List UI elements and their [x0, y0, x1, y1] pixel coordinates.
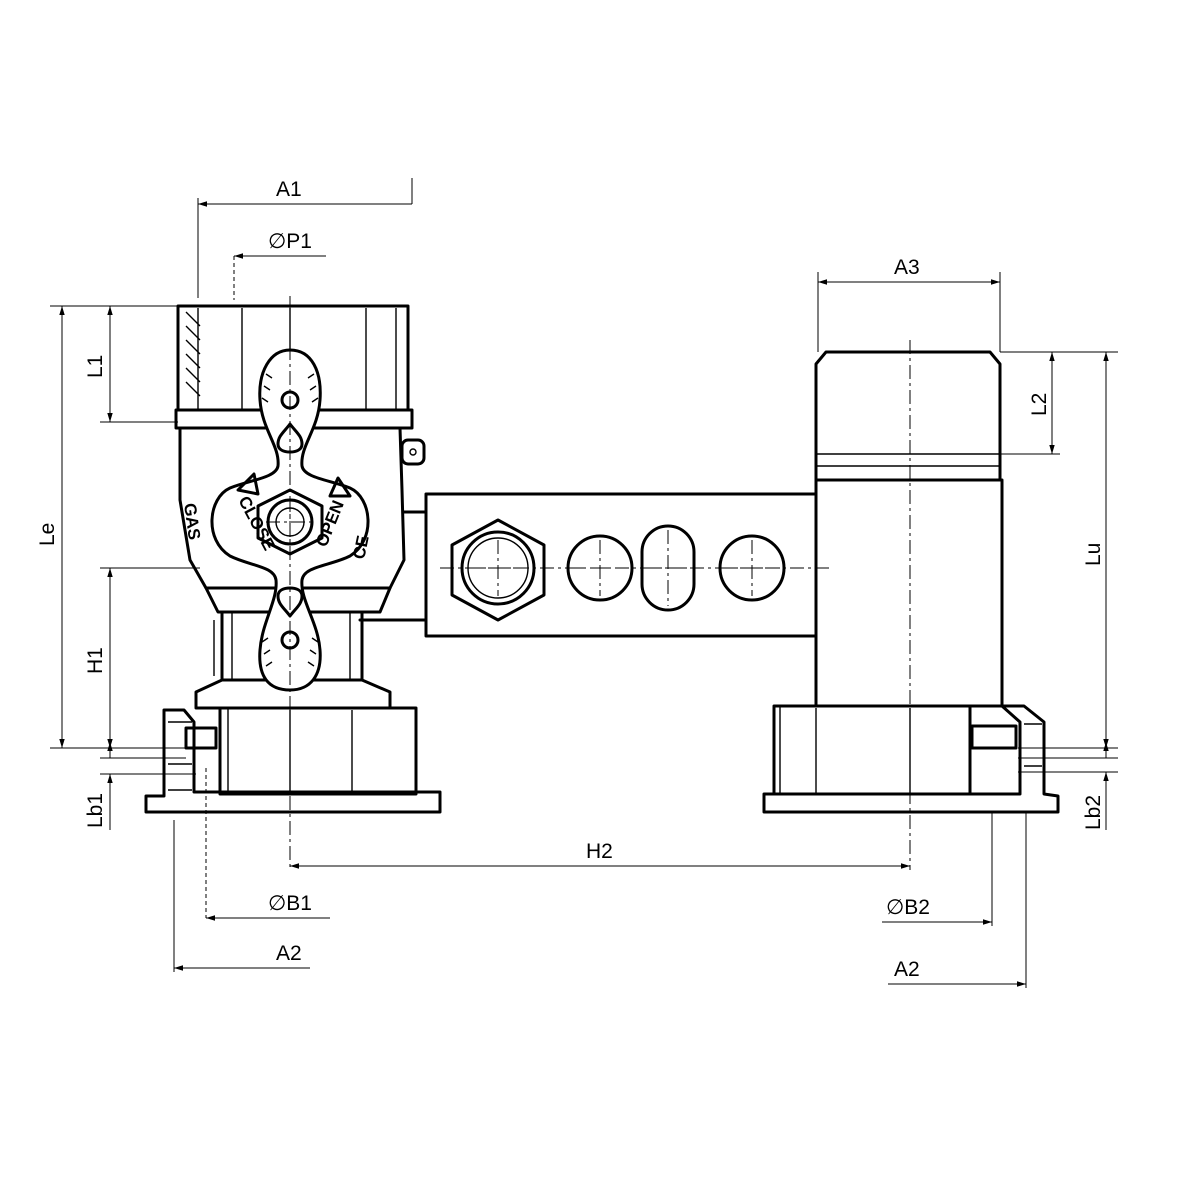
gas-marking: GAS: [180, 502, 204, 541]
arrow-head-icon: [236, 472, 260, 496]
dimension-h2: H2: [586, 840, 613, 863]
dimension-lb2: Lb2: [1082, 795, 1105, 830]
center-lines: [205, 256, 911, 918]
hex-nut-icon: [450, 518, 546, 622]
dimension-a3: A3: [894, 256, 920, 279]
flame-symbol-icon: [276, 586, 304, 618]
dimension-lb1: Lb1: [84, 793, 107, 828]
left-union-nut: [144, 706, 442, 814]
riser-pipe: [814, 350, 1004, 708]
dimension-lines: [50, 178, 1118, 988]
dimension-a1: A1: [276, 178, 302, 201]
dimension-l2: L2: [1028, 393, 1051, 416]
dimension-b2: ∅B2: [886, 896, 930, 919]
right-union-nut: [762, 704, 1060, 814]
dimension-le: Le: [36, 523, 59, 546]
dimension-lu: Lu: [1082, 543, 1105, 566]
dimension-l1: L1: [84, 355, 107, 378]
arrow-head-icon: [328, 476, 352, 498]
dimension-b1: ∅B1: [268, 892, 312, 915]
dimension-a2-left: A2: [276, 942, 302, 965]
dimension-a2-right: A2: [894, 958, 920, 981]
dimension-p1: ∅P1: [268, 230, 312, 253]
manifold-bar: [358, 492, 818, 638]
dimension-h1: H1: [84, 647, 107, 674]
ce-marking: CE: [349, 534, 372, 561]
